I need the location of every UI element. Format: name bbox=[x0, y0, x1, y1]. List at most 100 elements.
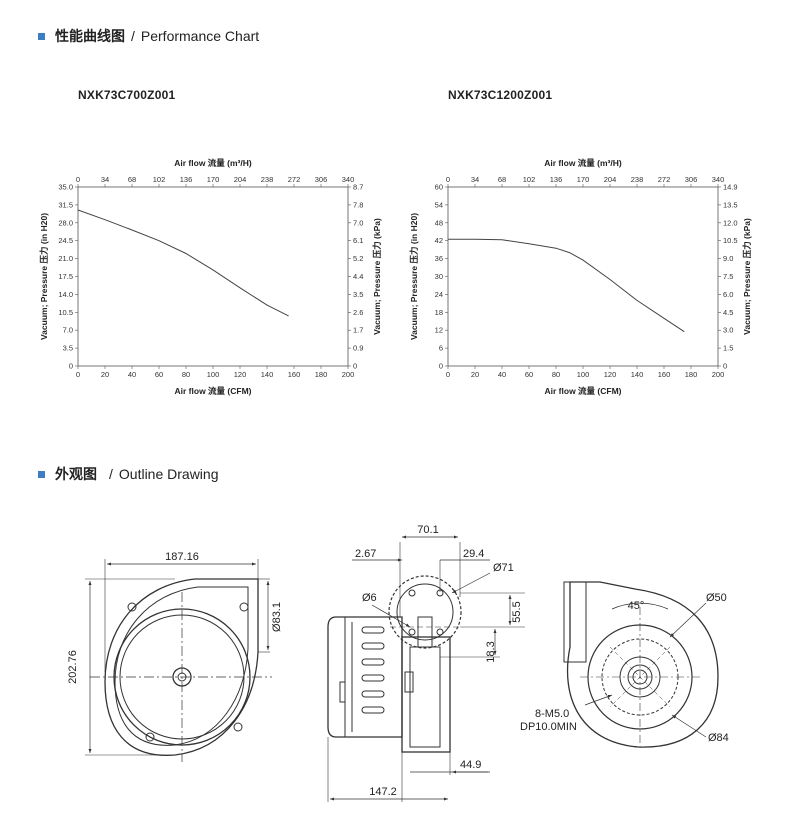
x-tick-label: 0 bbox=[446, 370, 450, 379]
y-axis-label: Vacuum; Pressure 压力 (in H20) bbox=[409, 213, 419, 340]
right-tick-label: 5.2 bbox=[353, 254, 363, 263]
top-tick-label: 306 bbox=[315, 175, 328, 184]
x-tick-label: 40 bbox=[498, 370, 506, 379]
right-tick-label: 7.8 bbox=[353, 200, 363, 209]
y-tick-label: 12 bbox=[435, 326, 443, 335]
right-tick-label: 3.5 bbox=[353, 290, 363, 299]
top-tick-label: 238 bbox=[631, 175, 644, 184]
top-tick-label: 34 bbox=[101, 175, 109, 184]
x-tick-label: 80 bbox=[552, 370, 560, 379]
back-dia50-label: Ø50 bbox=[706, 592, 727, 604]
y-tick-label: 60 bbox=[435, 183, 443, 192]
back-dia84-label: Ø84 bbox=[708, 732, 729, 744]
front-outlet-label: Ø83.1 bbox=[271, 602, 283, 632]
plot-frame bbox=[77, 186, 349, 367]
side-left-offset-label: 2.67 bbox=[355, 548, 376, 560]
right-tick-label: 3.0 bbox=[723, 326, 733, 335]
side-right-offset-label: 29.4 bbox=[463, 548, 484, 560]
y-tick-label: 54 bbox=[435, 200, 443, 209]
top-tick-label: 170 bbox=[207, 175, 220, 184]
side-h18-label: 18.3 bbox=[485, 641, 497, 662]
y-tick-label: 24 bbox=[435, 290, 443, 299]
right-tick-label: 1.5 bbox=[723, 344, 733, 353]
y-tick-label: 10.5 bbox=[58, 308, 73, 317]
top-tick-label: 102 bbox=[523, 175, 536, 184]
top-tick-label: 34 bbox=[471, 175, 479, 184]
right-tick-label: 12.0 bbox=[723, 218, 738, 227]
top-tick-label: 340 bbox=[342, 175, 355, 184]
top-tick-label: 136 bbox=[180, 175, 193, 184]
right-tick-label: 8.7 bbox=[353, 183, 363, 192]
top-tick-label: 68 bbox=[128, 175, 136, 184]
right-axis-label: Vacuum; Pressure 压力 (kPa) bbox=[372, 218, 382, 335]
bullet-square-icon bbox=[38, 32, 45, 40]
x-tick-label: 100 bbox=[207, 370, 220, 379]
section-title-en: Outline Drawing bbox=[118, 466, 219, 482]
side-h55-label: 55.5 bbox=[511, 601, 523, 622]
top-tick-label: 136 bbox=[550, 175, 563, 184]
x-tick-label: 120 bbox=[234, 370, 247, 379]
right-tick-label: 7.5 bbox=[723, 272, 733, 281]
x-tick-label: 140 bbox=[261, 370, 274, 379]
chart-title-1: NXK73C700Z001 bbox=[78, 88, 176, 102]
y-tick-label: 14.0 bbox=[58, 290, 73, 299]
top-tick-label: 238 bbox=[261, 175, 274, 184]
right-tick-label: 14.9 bbox=[723, 183, 738, 192]
chart-title-2: NXK73C1200Z001 bbox=[448, 88, 553, 102]
side-dia6-label: Ø6 bbox=[362, 592, 377, 604]
x-tick-label: 120 bbox=[604, 370, 617, 379]
section-title-separator: / bbox=[131, 28, 135, 44]
y-tick-label: 28.0 bbox=[58, 218, 73, 227]
x-tick-label: 200 bbox=[712, 370, 725, 379]
y-tick-label: 0 bbox=[69, 362, 73, 371]
y-tick-label: 42 bbox=[435, 236, 443, 245]
bullet-square-icon bbox=[38, 470, 45, 478]
top-axis-label: Air flow 流量 (m³/H) bbox=[174, 158, 252, 168]
right-tick-label: 0.9 bbox=[353, 344, 363, 353]
y-tick-label: 7.0 bbox=[63, 326, 73, 335]
side-top-label: 70.1 bbox=[417, 524, 438, 536]
y-tick-label: 35.0 bbox=[58, 183, 73, 192]
y-axis-label: Vacuum; Pressure 压力 (in H20) bbox=[39, 213, 49, 340]
section-title-cn: 外观图 bbox=[55, 466, 97, 482]
right-tick-label: 6.1 bbox=[353, 236, 363, 245]
top-tick-label: 272 bbox=[658, 175, 671, 184]
back-view: 45° Ø50 Ø84 8-M5.0 DP10.0MIN bbox=[520, 581, 729, 748]
x-tick-label: 20 bbox=[471, 370, 479, 379]
right-tick-label: 10.5 bbox=[723, 236, 738, 245]
x-tick-label: 0 bbox=[76, 370, 80, 379]
right-tick-label: 13.5 bbox=[723, 200, 738, 209]
section-title-separator: / bbox=[109, 466, 113, 482]
x-tick-label: 140 bbox=[631, 370, 644, 379]
x-tick-label: 60 bbox=[525, 370, 533, 379]
back-thread-label: 8-M5.0 bbox=[535, 708, 569, 720]
back-angle-label: 45° bbox=[628, 600, 645, 612]
y-tick-label: 18 bbox=[435, 308, 443, 317]
section-title-cn: 性能曲线图 bbox=[55, 28, 125, 44]
top-tick-label: 170 bbox=[577, 175, 590, 184]
top-tick-label: 340 bbox=[712, 175, 725, 184]
top-tick-label: 68 bbox=[498, 175, 506, 184]
front-view: 187.16 202.76 Ø83.1 bbox=[67, 551, 283, 762]
y-tick-label: 0 bbox=[439, 362, 443, 371]
right-tick-label: 1.7 bbox=[353, 326, 363, 335]
top-tick-label: 0 bbox=[76, 175, 80, 184]
performance-heading: 性能曲线图 / Performance Chart bbox=[38, 26, 259, 46]
top-tick-label: 204 bbox=[234, 175, 247, 184]
side-dia71-label: Ø71 bbox=[493, 562, 514, 574]
side-bottom-small-label: 44.9 bbox=[460, 759, 481, 771]
plot-frame bbox=[447, 186, 719, 367]
top-axis-label: Air flow 流量 (m³/H) bbox=[544, 158, 622, 168]
y-tick-label: 24.5 bbox=[58, 236, 73, 245]
right-tick-label: 0 bbox=[723, 362, 727, 371]
x-tick-label: 160 bbox=[658, 370, 671, 379]
top-tick-label: 272 bbox=[288, 175, 301, 184]
side-view: 70.1 2.67 29.4 Ø71 Ø6 55.5 18.3 44.9 147… bbox=[327, 524, 525, 802]
top-tick-label: 0 bbox=[446, 175, 450, 184]
right-tick-label: 2.6 bbox=[353, 308, 363, 317]
x-tick-label: 200 bbox=[342, 370, 355, 379]
x-tick-label: 180 bbox=[685, 370, 698, 379]
x-tick-label: 180 bbox=[315, 370, 328, 379]
